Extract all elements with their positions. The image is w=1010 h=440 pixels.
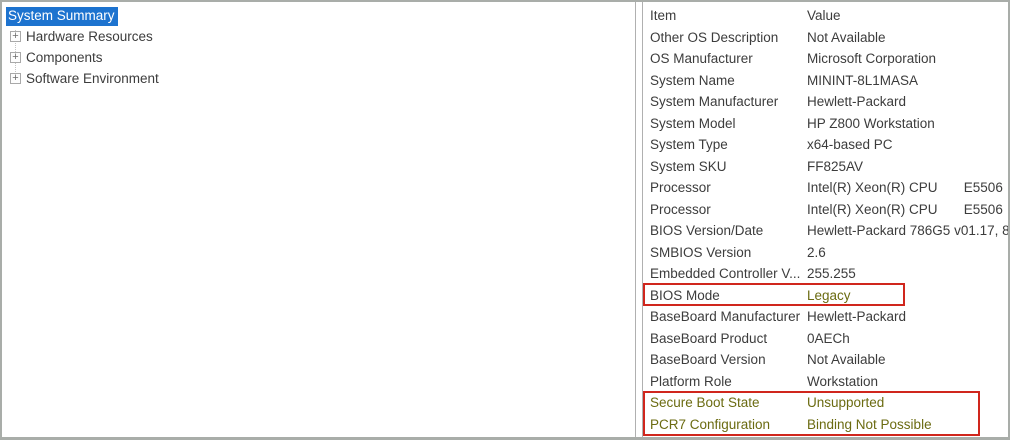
item-cell: System Model <box>650 115 736 131</box>
value-cell: 0AECh <box>807 330 850 346</box>
table-row[interactable]: Other OS Description Not Available <box>643 27 1008 49</box>
item-cell: Embedded Controller V... <box>650 266 801 281</box>
item-cell: SMBIOS Version <box>650 244 752 260</box>
table-row[interactable]: SMBIOS Version 2.6 <box>643 242 1008 264</box>
value-cell: Hewlett-Packard <box>807 309 907 324</box>
value-cell: Legacy <box>807 287 851 303</box>
tree-item-label: Hardware Resources <box>26 29 153 45</box>
table-row[interactable]: BIOS Version/Date Hewlett-Packard 786G5 … <box>643 220 1008 242</box>
item-cell: Secure Boot State <box>650 395 760 410</box>
tree-item-label: System Summary <box>6 6 118 26</box>
table-row[interactable]: Embedded Controller V... 255.255 <box>643 263 1008 285</box>
tree-item-label: Software Environment <box>26 70 159 86</box>
item-cell: BIOS Mode <box>650 287 720 303</box>
table-row[interactable]: Platform Role Workstation <box>643 371 1008 393</box>
table-row[interactable]: OS Manufacturer Microsoft Corporation <box>643 48 1008 70</box>
table-row[interactable]: Processor Intel(R) Xeon(R) CPU E5506 <box>643 199 1008 221</box>
item-cell: System Type <box>650 137 728 152</box>
item-cell: BaseBoard Product <box>650 330 768 346</box>
item-cell: Processor <box>650 180 711 195</box>
value-cell: Workstation <box>807 373 879 389</box>
table-row[interactable]: System Type x64-based PC <box>643 134 1008 156</box>
tree-item[interactable]: + Components <box>2 47 635 68</box>
tree-item[interactable]: + Hardware Resources <box>2 27 635 48</box>
expand-plus-icon[interactable]: + <box>10 51 21 63</box>
table-row[interactable]: System Manufacturer Hewlett-Packard <box>643 91 1008 113</box>
item-cell: Other OS Description <box>650 29 779 45</box>
expand-plus-icon[interactable]: + <box>10 72 21 84</box>
value-cell: Not Available <box>807 352 886 367</box>
value-cell: FF825AV <box>807 158 864 174</box>
item-cell: System SKU <box>650 158 727 174</box>
value-cell: Unsupported <box>807 395 885 410</box>
category-tree: System Summary + Hardware Resources + Co… <box>2 6 635 88</box>
table-row[interactable]: Processor Intel(R) Xeon(R) CPU E5506 <box>643 177 1008 199</box>
expand-plus-icon[interactable]: + <box>10 31 21 43</box>
table-row[interactable]: BaseBoard Version Not Available <box>643 349 1008 371</box>
item-cell: System Name <box>650 72 735 88</box>
column-header-value[interactable]: Value <box>807 8 841 23</box>
value-cell: MININT-8L1MASA <box>807 72 919 88</box>
tree-item[interactable]: System Summary <box>2 6 635 27</box>
item-cell: BaseBoard Manufacturer <box>650 309 801 324</box>
category-tree-pane: System Summary + Hardware Resources + Co… <box>2 2 636 437</box>
value-cell: Hewlett-Packard <box>807 94 907 109</box>
table-row[interactable]: System SKU FF825AV <box>643 156 1008 178</box>
value-cell: Microsoft Corporation <box>807 51 937 66</box>
table-row[interactable]: BaseBoard Manufacturer Hewlett-Packard <box>643 306 1008 328</box>
item-cell: OS Manufacturer <box>650 51 753 66</box>
column-header-item[interactable]: Item <box>650 8 677 23</box>
value-cell: Intel(R) Xeon(R) CPU E5506 <box>807 201 1003 217</box>
table-row[interactable]: BaseBoard Product 0AECh <box>643 328 1008 350</box>
value-cell: 255.255 <box>807 266 856 281</box>
value-cell: Hewlett-Packard 786G5 v01.17, 8/ <box>807 223 1008 238</box>
item-cell: Processor <box>650 201 711 217</box>
value-cell: HP Z800 Workstation <box>807 115 935 131</box>
tree-item-label: Components <box>26 49 103 65</box>
item-cell: System Manufacturer <box>650 94 779 109</box>
table-row[interactable]: System Name MININT-8L1MASA <box>643 70 1008 92</box>
value-cell: 2.6 <box>807 244 826 260</box>
item-cell: BIOS Version/Date <box>650 223 764 238</box>
value-cell: x64-based PC <box>807 137 893 152</box>
value-cell: Binding Not Possible <box>807 416 932 432</box>
table-row[interactable]: System Model HP Z800 Workstation <box>643 113 1008 135</box>
details-header-row: Item Value <box>643 5 1008 27</box>
item-cell: Platform Role <box>650 373 732 389</box>
value-cell: Not Available <box>807 29 886 45</box>
table-row[interactable]: BIOS Mode Legacy <box>643 285 1008 307</box>
table-row[interactable]: Secure Boot State Unsupported <box>643 392 1008 414</box>
value-cell: Intel(R) Xeon(R) CPU E5506 <box>807 180 1003 195</box>
details-rows: Other OS Description Not Available OS Ma… <box>643 27 1008 436</box>
item-cell: PCR7 Configuration <box>650 416 771 432</box>
item-cell: BaseBoard Version <box>650 352 766 367</box>
table-row[interactable]: PCR7 Configuration Binding Not Possible <box>643 414 1008 436</box>
details-pane: Item Value Other OS Description Not Avai… <box>642 2 1008 437</box>
tree-item[interactable]: + Software Environment <box>2 68 635 89</box>
